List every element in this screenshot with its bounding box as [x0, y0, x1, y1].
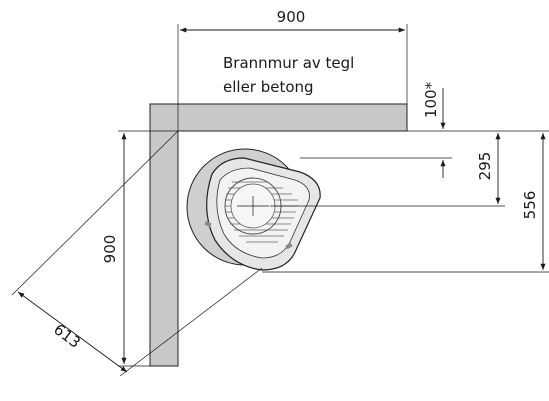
stove-center-mark [237, 196, 269, 216]
dim-top-width-label: 900 [277, 8, 306, 26]
dim-diagonal-label: 613 [50, 320, 84, 352]
firewall-label-line2: eller betong [223, 78, 314, 96]
dim-left-height-label: 900 [101, 235, 119, 264]
dim-stove-depth-line [262, 130, 549, 273]
dim-clearance-label: 100* [422, 81, 440, 118]
dim-top-width-line [177, 24, 408, 131]
firewall-label-line1: Brannmur av tegl [223, 54, 354, 72]
dim-center-offset-label: 295 [476, 152, 494, 181]
dim-center-offset-line [270, 130, 505, 207]
dim-stove-depth-label: 556 [521, 191, 539, 220]
dim-clearance-line [300, 88, 452, 178]
dim-diagonal-line [11, 130, 263, 377]
